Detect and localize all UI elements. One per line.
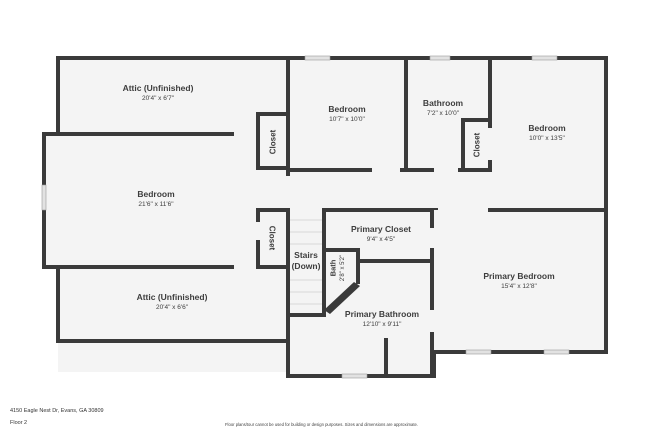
room-primary-bathroom: Primary Bathroom 12'10" x 9'11" [345, 309, 419, 329]
room-bedroom-1: Bedroom 10'7" x 10'0" [328, 104, 365, 124]
room-name: Bedroom [137, 189, 175, 199]
room-name: Primary Closet [351, 224, 411, 234]
room-name: Primary Bedroom [483, 271, 555, 281]
room-dimensions: 10'0" x 13'5" [529, 135, 565, 142]
room-name: Bedroom [528, 123, 566, 133]
room-dimensions: 21'6" x 11'6" [138, 201, 174, 208]
room-bath-small-name: Bath [329, 260, 338, 277]
stairs-label: Stairs (Down) [292, 250, 321, 272]
stairs-line-2: (Down) [291, 261, 321, 271]
closet-top-left: Closet [268, 129, 278, 155]
room-name: Primary Bathroom [344, 309, 420, 319]
stairs-line-1: Stairs [294, 250, 318, 260]
closet-top-right: Closet [472, 132, 482, 158]
room-bedroom-2: Bedroom 10'0" x 13'5" [528, 123, 565, 143]
room-dimensions: 7'2" x 10'0" [426, 110, 460, 117]
room-dimensions: 12'10" x 9'11" [362, 321, 402, 328]
room-dimensions: 9'4" x 4'5" [366, 236, 396, 243]
room-name: Attic (Unfinished) [136, 292, 208, 302]
room-name: Bedroom [328, 104, 366, 114]
disclaimer: Floor plans/tour cannot be used for buil… [225, 422, 418, 427]
room-bathroom: Bathroom 7'2" x 10'0" [423, 98, 463, 118]
floor-label: Floor 2 [10, 420, 28, 426]
room-attic-bottom: Attic (Unfinished) 20'4" x 6'6" [137, 292, 208, 312]
room-primary-closet: Primary Closet 9'4" x 4'5" [351, 224, 411, 244]
room-name: Attic (Unfinished) [122, 83, 194, 93]
room-dimensions: 10'7" x 10'0" [329, 116, 365, 123]
room-dimensions: 20'4" x 6'6" [155, 304, 189, 311]
room-primary-bedroom: Primary Bedroom 15'4" x 12'8" [483, 271, 554, 291]
room-name: Bath [328, 259, 338, 277]
property-address: 4150 Eagle Nest Dr, Evans, GA 30809 [10, 408, 104, 414]
room-dimensions: 15'4" x 12'8" [501, 283, 537, 290]
closet-lower-left: Closet [267, 225, 277, 251]
room-dimensions: 2'8" x 5'2" [340, 254, 346, 282]
room-bath-small-dim: 2'8" x 5'2" [340, 255, 346, 281]
room-name: Bathroom [422, 98, 464, 108]
room-bedroom-large: Bedroom 21'6" x 11'6" [137, 189, 174, 209]
room-attic-top: Attic (Unfinished) 20'4" x 6'7" [123, 83, 194, 103]
room-dimensions: 20'4" x 6'7" [141, 95, 175, 102]
